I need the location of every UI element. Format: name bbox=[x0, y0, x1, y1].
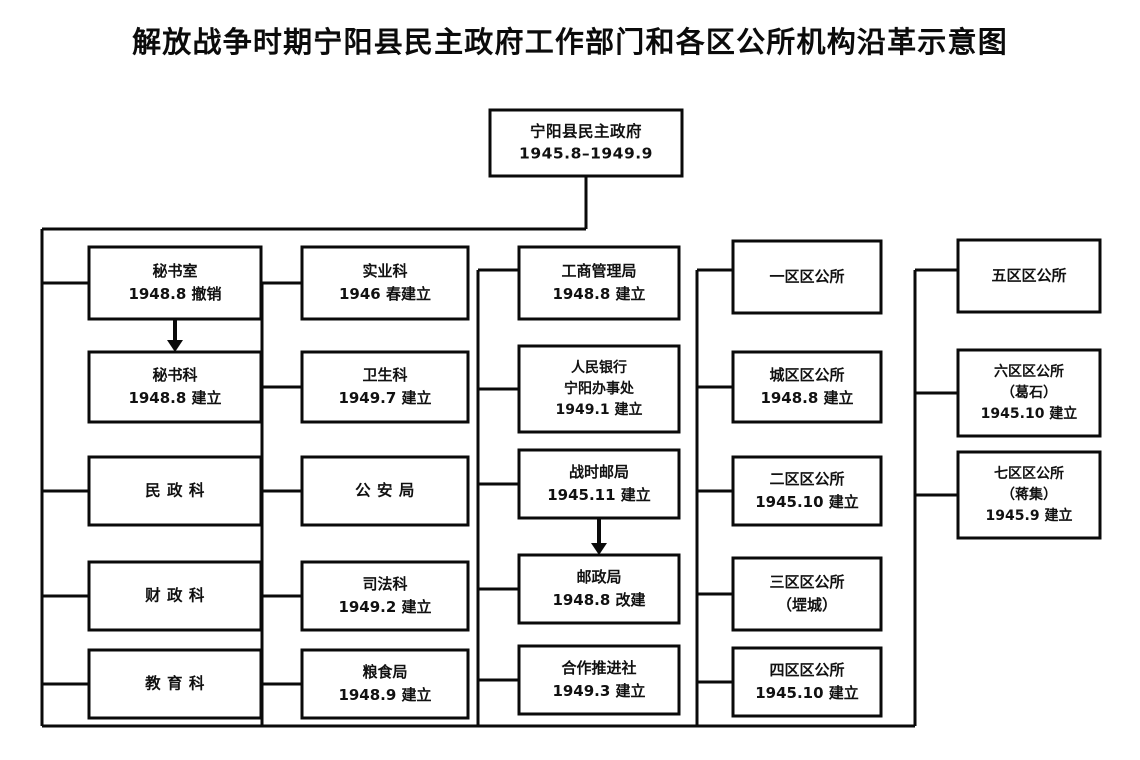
node-qu7-line: 1945.9 建立 bbox=[986, 507, 1073, 524]
node-chengqu-box[interactable] bbox=[731, 350, 883, 424]
node-qu7-line: 七区区公所 bbox=[994, 465, 1064, 482]
node-qu6-box[interactable] bbox=[956, 348, 1102, 438]
node-mishushi-line: 秘书室 bbox=[152, 262, 197, 280]
node-gongshangju-box[interactable] bbox=[517, 245, 681, 321]
node-renminyinhang-line: 人民银行 bbox=[571, 359, 627, 376]
node-qu2-line: 二区区公所 bbox=[769, 470, 844, 488]
node-liangshiju-line: 粮食局 bbox=[362, 663, 407, 681]
node-weishengke-line: 卫生科 bbox=[362, 366, 407, 384]
node-renminyinhang-line: 1949.1 建立 bbox=[556, 401, 643, 418]
node-renminyinhang-box[interactable] bbox=[517, 344, 681, 434]
node-hezuotuijinshe-line: 合作推进社 bbox=[560, 659, 636, 677]
node-youzhengju-box[interactable] bbox=[517, 553, 681, 625]
node-mishuke-box[interactable] bbox=[87, 350, 263, 424]
node-liangshiju-line: 1948.9 建立 bbox=[338, 686, 431, 704]
node-qu2-box[interactable] bbox=[731, 455, 883, 527]
node-hezuotuijinshe-line: 1949.3 建立 bbox=[552, 682, 645, 700]
transition-arrow-head bbox=[167, 340, 183, 352]
node-qu7-box[interactable] bbox=[956, 450, 1102, 540]
node-chengqu-line: 城区区公所 bbox=[769, 366, 844, 384]
node-liangshiju-box[interactable] bbox=[300, 648, 470, 720]
root-node-line: 宁阳县民主政府 bbox=[530, 122, 642, 141]
node-renminyinhang-line: 宁阳办事处 bbox=[564, 380, 635, 397]
node-shiyeke-line: 实业科 bbox=[362, 262, 407, 280]
node-minzhengke-box[interactable] bbox=[87, 455, 263, 527]
node-gongshangju-line: 1948.8 建立 bbox=[552, 285, 645, 303]
node-zhanshiyouju-box[interactable] bbox=[517, 448, 681, 520]
node-shiyeke-box[interactable] bbox=[300, 245, 470, 321]
node-zhanshiyouju-line: 战时邮局 bbox=[569, 463, 629, 481]
node-youzhengju-line: 邮政局 bbox=[576, 568, 621, 586]
node-zhanshiyouju-line: 1945.11 建立 bbox=[547, 486, 651, 504]
node-mishuke-line: 秘书科 bbox=[152, 366, 197, 384]
node-sifake-box[interactable] bbox=[300, 560, 470, 632]
node-qu5-line: 五区区公所 bbox=[991, 267, 1066, 285]
node-weishengke-box[interactable] bbox=[300, 350, 470, 424]
node-qu6-line: （葛石） bbox=[1001, 384, 1057, 401]
node-mishushi-box[interactable] bbox=[87, 245, 263, 321]
node-caizhengke-box[interactable] bbox=[87, 560, 263, 632]
node-sifake-line: 1949.2 建立 bbox=[338, 598, 431, 616]
node-qu2-line: 1945.10 建立 bbox=[755, 493, 859, 511]
transition-arrow-head bbox=[591, 543, 607, 555]
node-qu6-line: 六区区公所 bbox=[994, 363, 1064, 380]
node-youzhengju-line: 1948.8 改建 bbox=[552, 591, 646, 609]
root-node-box[interactable] bbox=[488, 108, 684, 178]
node-sifake-line: 司法科 bbox=[362, 575, 407, 593]
node-qu3-line: （堽城） bbox=[777, 596, 837, 614]
node-qu4-line: 1945.10 建立 bbox=[755, 684, 859, 702]
node-jiaoyuke-box[interactable] bbox=[87, 648, 263, 720]
node-qu7-line: （蒋集） bbox=[1001, 486, 1057, 503]
node-qu6-line: 1945.10 建立 bbox=[981, 405, 1078, 422]
node-caizhengke-line: 财 政 科 bbox=[145, 586, 205, 605]
node-gonganju-line: 公 安 局 bbox=[355, 481, 415, 500]
node-qu5-box[interactable] bbox=[956, 238, 1102, 314]
node-chengqu-line: 1948.8 建立 bbox=[760, 389, 853, 407]
node-mishushi-line: 1948.8 撤销 bbox=[128, 285, 221, 303]
node-jiaoyuke-line: 教 育 科 bbox=[145, 674, 205, 693]
node-mishuke-line: 1948.8 建立 bbox=[128, 389, 221, 407]
node-minzhengke-line: 民 政 科 bbox=[145, 481, 205, 500]
node-gongshangju-line: 工商管理局 bbox=[561, 262, 636, 280]
node-weishengke-line: 1949.7 建立 bbox=[338, 389, 431, 407]
node-qu3-line: 三区区公所 bbox=[769, 573, 844, 591]
node-qu4-box[interactable] bbox=[731, 646, 883, 718]
node-qu1-box[interactable] bbox=[731, 239, 883, 315]
node-qu3-box[interactable] bbox=[731, 556, 883, 632]
node-qu4-line: 四区区公所 bbox=[769, 661, 844, 679]
root-node-line: 1945.8–1949.9 bbox=[519, 145, 653, 163]
page-title: 解放战争时期宁阳县民主政府工作部门和各区公所机构沿革示意图 bbox=[132, 25, 1008, 59]
node-qu1-line: 一区区公所 bbox=[769, 268, 844, 286]
node-gonganju-box[interactable] bbox=[300, 455, 470, 527]
node-hezuotuijinshe-box[interactable] bbox=[517, 644, 681, 716]
node-shiyeke-line: 1946 春建立 bbox=[339, 285, 431, 303]
